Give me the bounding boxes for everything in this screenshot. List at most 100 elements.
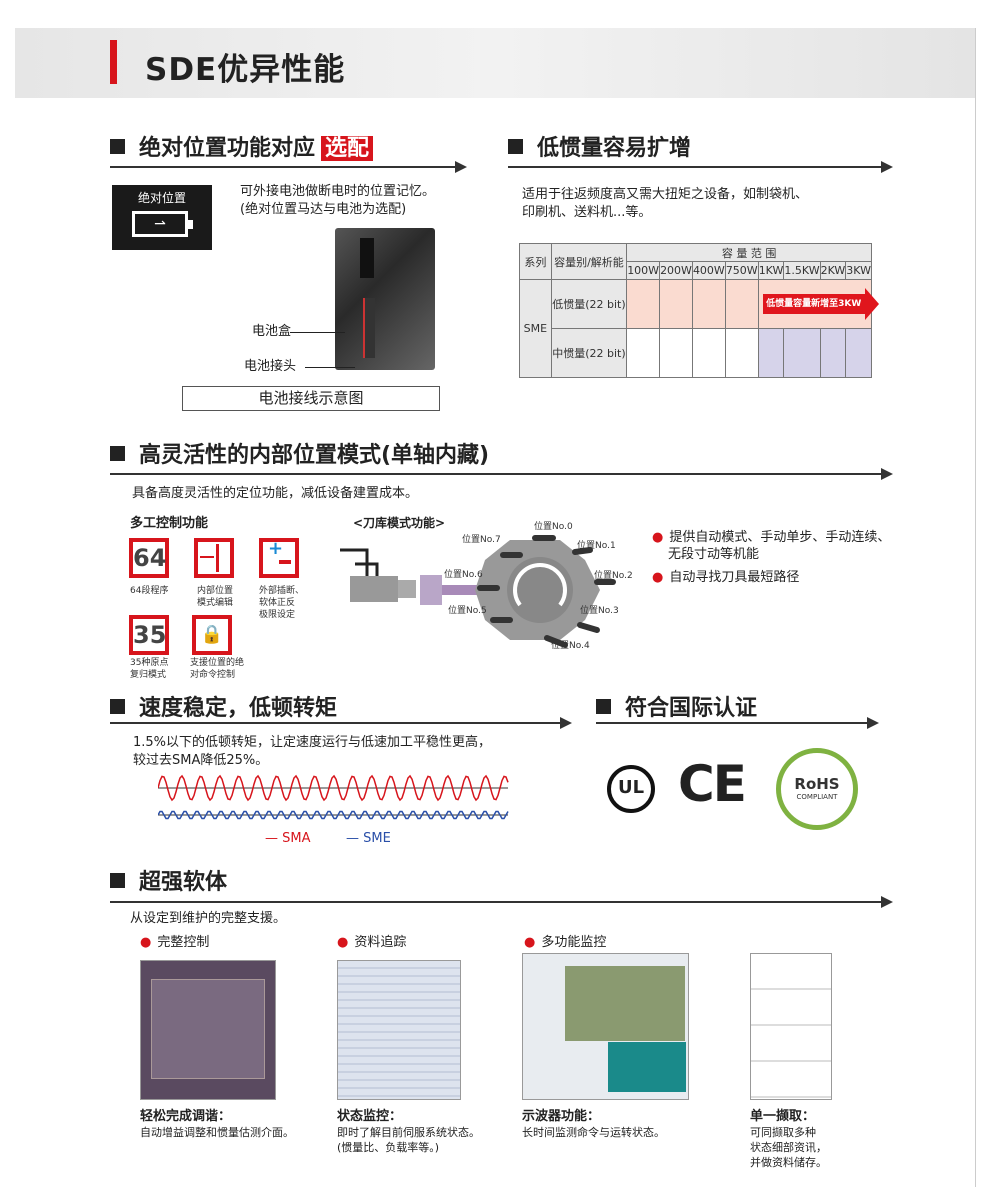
- column-header: 1KW: [757, 261, 785, 280]
- caption-tuning: 轻松完成调谐：自动增益调整和惯量估测介面。: [140, 1109, 294, 1139]
- battery-icon-box: 绝对位置 ⇀: [112, 185, 212, 250]
- position-label: 位置No.2: [594, 571, 633, 581]
- icon-label: 内部位置: [197, 586, 234, 596]
- software-desc: 从设定到维护的完整支援。: [130, 911, 287, 926]
- section-arrow: [110, 896, 893, 908]
- section-certifications: 符合国际认证: [596, 690, 757, 722]
- feature-bullet: ●提供自动模式、手动单步、手动连续、: [652, 530, 891, 545]
- feature-bullet-cont: 无段寸动等机能: [668, 547, 760, 562]
- inertia-desc: 适用于往返频度高又需大扭矩之设备，如制袋机、: [522, 187, 809, 202]
- ul-logo: UL: [607, 765, 655, 813]
- section-title: 绝对位置功能对应: [139, 136, 316, 161]
- software-bullet: ●完整控制: [140, 935, 210, 950]
- icon-35-homing: 35: [129, 615, 169, 655]
- software-bullet: ●资料追踪: [337, 935, 407, 950]
- position-label: 位置No.7: [462, 535, 501, 545]
- column-header: 3KW: [845, 261, 872, 280]
- column-header: 1.5KW: [783, 261, 821, 280]
- tool-magazine-diagram: [340, 535, 616, 648]
- torque-ripple-waves: [158, 774, 509, 820]
- ce-logo: CE: [678, 755, 747, 813]
- accent-bar: [110, 40, 117, 84]
- battery-icon-label: 绝对位置: [137, 191, 186, 205]
- servo-drive-image: [335, 228, 435, 370]
- row-mid-inertia: 中惯量(22 bit): [550, 328, 628, 378]
- sme-wave: [158, 810, 509, 820]
- section-arrow: [110, 468, 893, 480]
- icon-label: 35种原点: [130, 658, 169, 668]
- sma-wave: [158, 774, 509, 802]
- icon-64-steps: 64: [129, 538, 169, 578]
- software-bullet: ●多功能监控: [524, 935, 607, 950]
- header-range: 容 量 范 围: [626, 243, 872, 262]
- tuning-screenshot: [140, 960, 276, 1100]
- battery-icon: ⇀: [132, 211, 193, 237]
- icon-plus-minus-limit: +: [259, 538, 299, 578]
- section-software: 超强软体: [110, 864, 227, 896]
- column-header: 750W: [724, 261, 759, 280]
- icon-label: 模式编辑: [197, 598, 234, 608]
- section-arrow: [596, 717, 879, 729]
- position-label: 位置No.6: [444, 570, 483, 580]
- tool-magazine-title: <刀库模式功能>: [353, 516, 446, 530]
- header-band: [15, 28, 975, 98]
- capture-screenshot: [750, 953, 832, 1100]
- oscilloscope-screenshot: [522, 953, 689, 1100]
- column-header: 400W: [691, 261, 726, 280]
- battery-desc: 可外接电池做断电时的位置记忆。: [240, 184, 436, 199]
- multi-control-title: 多工控制功能: [130, 516, 209, 531]
- section-title: 低惯量容易扩增: [537, 136, 692, 161]
- rohs-logo: RoHS COMPLIANT: [776, 748, 858, 830]
- label-battery-box: 电池盒: [252, 324, 292, 339]
- feature-bullet: ●自动寻找刀具最短路径: [652, 570, 800, 585]
- caption-capture: 单一撷取：可同撷取多种状态细部资讯，并做资料储存。: [750, 1109, 827, 1169]
- series-cell: SME: [519, 279, 552, 378]
- caption-scope: 示波器功能：长时间监测命令与运转状态。: [522, 1109, 665, 1139]
- callout-arrow: 低惯量容量新增至3KW: [762, 294, 865, 314]
- icon-label: 64段程序: [130, 586, 169, 596]
- icon-label: 对命令控制: [190, 670, 236, 680]
- optional-tag: 选配: [321, 136, 374, 161]
- icon-label: 极限设定: [259, 610, 296, 620]
- legend-sma: — SMA: [265, 831, 311, 846]
- page-border: [975, 28, 976, 1187]
- data-trace-screenshot: [337, 960, 461, 1100]
- header-series: 系列: [519, 243, 552, 280]
- section-low-inertia: 低惯量容易扩增: [508, 130, 691, 162]
- torque-desc: 1.5%以下的低顿转矩，让定速度运行与低速加工平稳性更高，: [133, 735, 492, 750]
- section-title: 超强软体: [139, 870, 228, 895]
- section-arrow: [508, 161, 893, 173]
- position-desc: 具备高度灵活性的定位功能，减低设备建置成本。: [132, 486, 419, 501]
- position-label: 位置No.5: [448, 606, 487, 616]
- header-capacity: 容量别/解析能: [550, 243, 628, 280]
- page-title: SDE优异性能: [145, 52, 346, 88]
- position-label: 位置No.0: [534, 522, 573, 532]
- icon-label: 复归模式: [130, 670, 167, 680]
- icon-label: 外部插断、: [259, 586, 305, 596]
- section-arrow: [110, 717, 572, 729]
- label-battery-connector: 电池接头: [244, 359, 297, 374]
- battery-note: (绝对位置马达与电池为选配): [240, 202, 407, 217]
- section-absolute-position: 绝对位置功能对应选配: [110, 130, 374, 162]
- position-label: 位置No.4: [551, 641, 590, 651]
- section-title: 速度稳定，低顿转矩: [139, 696, 338, 721]
- lock-icon: 🔒: [192, 615, 232, 655]
- icon-internal-position-edit: [194, 538, 234, 578]
- column-header: 100W: [626, 261, 661, 280]
- section-title: 符合国际认证: [625, 696, 758, 721]
- caption-status: 状态监控：即时了解目前伺服系统状态。(惯量比、负载率等。): [337, 1109, 480, 1154]
- position-label: 位置No.3: [580, 606, 619, 616]
- row-low-inertia: 低惯量(22 bit): [550, 279, 628, 329]
- icon-label: 软体正反: [259, 598, 296, 608]
- diagram-caption: 电池接线示意图: [182, 386, 440, 411]
- section-speed-stable: 速度稳定，低顿转矩: [110, 690, 337, 722]
- legend-sme: — SME: [346, 831, 391, 846]
- position-label: 位置No.1: [577, 541, 616, 551]
- section-arrow: [110, 161, 467, 173]
- inertia-desc-2: 印刷机、送料机...等。: [522, 205, 652, 220]
- section-title: 高灵活性的内部位置模式(单轴内藏): [139, 443, 490, 468]
- torque-desc-2: 较过去SMA降低25%。: [133, 753, 269, 768]
- section-internal-position: 高灵活性的内部位置模式(单轴内藏): [110, 437, 489, 469]
- icon-label: 支援位置的绝: [190, 658, 245, 668]
